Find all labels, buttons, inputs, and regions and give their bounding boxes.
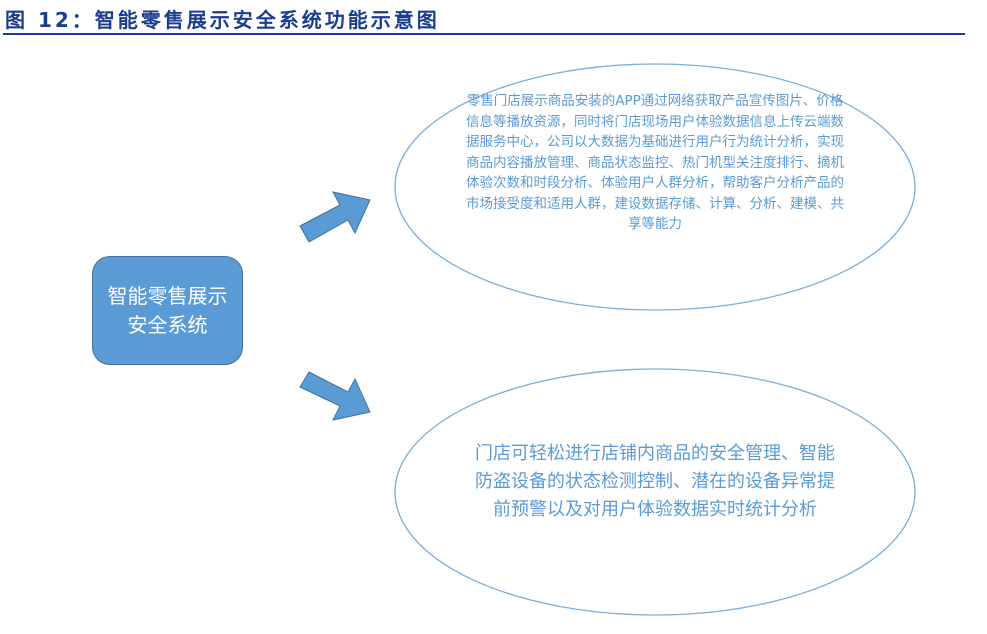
- bottom-ellipse: [394, 368, 916, 616]
- title-divider: [3, 33, 965, 35]
- arrow-down-right-icon: [299, 371, 371, 421]
- figure-title: 图 12：智能零售展示安全系统功能示意图: [5, 8, 440, 32]
- top-ellipse-text: 零售门店展示商品安装的APP通过网络获取产品宣传图片、价格信息等播放资源，同时将…: [466, 93, 844, 232]
- center-system-label: 智能零售展示安全系统: [107, 283, 228, 337]
- top-ellipse: [394, 63, 916, 311]
- arrow-up-right-icon: [299, 191, 371, 243]
- bottom-ellipse-text: 门店可轻松进行店铺内商品的安全管理、智能防盗设备的状态检测控制、潜在的设备异常提…: [475, 443, 835, 520]
- center-system-box: 智能零售展示安全系统: [92, 256, 243, 365]
